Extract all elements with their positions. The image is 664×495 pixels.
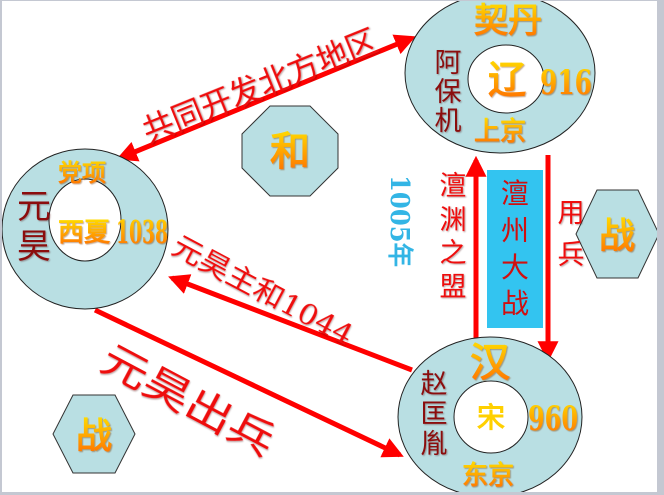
svg-text:大: 大 (501, 251, 529, 284)
svg-text:盟: 盟 (440, 272, 467, 303)
xixia-ring: 党项 西夏 1038 元 昊 (2, 148, 169, 310)
liao-ethnic: 契丹 (474, 1, 542, 41)
liao-capital: 上京 (474, 116, 526, 147)
xixia-founder: 元 昊 (17, 187, 51, 267)
label-treaty: 澶 渊 之 盟 (440, 171, 467, 303)
svg-text:胤: 胤 (421, 429, 448, 460)
svg-text:州: 州 (501, 214, 529, 247)
arrow-song-to-xixia (168, 274, 413, 373)
xixia-year: 1038 (116, 213, 168, 251)
song-year: 960 (528, 399, 578, 439)
song-ring: 汉 宋 960 东京 赵 匡 胤 (397, 336, 583, 492)
label-liao-attack: 用 兵 (558, 198, 585, 271)
song-state: 宋 (477, 401, 505, 434)
svg-text:之: 之 (440, 238, 467, 269)
arrow-liao-xixia (116, 34, 416, 162)
svg-text:保: 保 (435, 77, 462, 108)
svg-text:澶: 澶 (501, 177, 529, 210)
label-treaty-year: 1005年 (384, 175, 415, 267)
war-label-right: 战 (599, 215, 635, 257)
svg-text:兵: 兵 (558, 240, 585, 271)
slide: 契丹 辽 916 上京 阿 保 机 党项 西夏 1038 元 昊 汉 宋 960… (2, 1, 657, 492)
war-hexagon-right: 战 (575, 189, 657, 279)
xixia-state: 西夏 (58, 218, 111, 248)
svg-text:昊: 昊 (17, 227, 51, 267)
war-hexagon-left: 战 (52, 394, 136, 474)
svg-text:机: 机 (435, 106, 462, 137)
liao-state: 辽 (488, 57, 526, 102)
peace-label: 和 (270, 128, 310, 175)
svg-text:用: 用 (558, 198, 585, 229)
relations-diagram: 契丹 辽 916 上京 阿 保 机 党项 西夏 1038 元 昊 汉 宋 960… (2, 1, 657, 492)
svg-text:阿: 阿 (435, 48, 462, 79)
svg-text:赵: 赵 (421, 369, 448, 400)
svg-text:战: 战 (501, 287, 529, 320)
song-predecessor: 汉 (470, 339, 511, 386)
svg-text:匡: 匡 (421, 399, 448, 430)
song-capital: 东京 (462, 460, 514, 491)
liao-ring: 契丹 辽 916 上京 阿 保 机 (404, 1, 596, 154)
svg-text:渊: 渊 (440, 205, 467, 236)
svg-text:元: 元 (17, 187, 51, 227)
svg-text:澶: 澶 (440, 171, 467, 202)
liao-founder: 阿 保 机 (435, 48, 462, 137)
xixia-ethnic: 党项 (58, 158, 106, 187)
label-yuanhao-peace: 元昊主和1044 (167, 229, 359, 352)
liao-year: 916 (540, 63, 592, 103)
peace-octagon: 和 (241, 105, 339, 197)
war-label-left: 战 (76, 415, 112, 457)
arrow-xixia-to-song (93, 307, 404, 458)
song-founder: 赵 匡 胤 (421, 369, 448, 460)
battle-box: 澶 州 大 战 (487, 170, 543, 328)
